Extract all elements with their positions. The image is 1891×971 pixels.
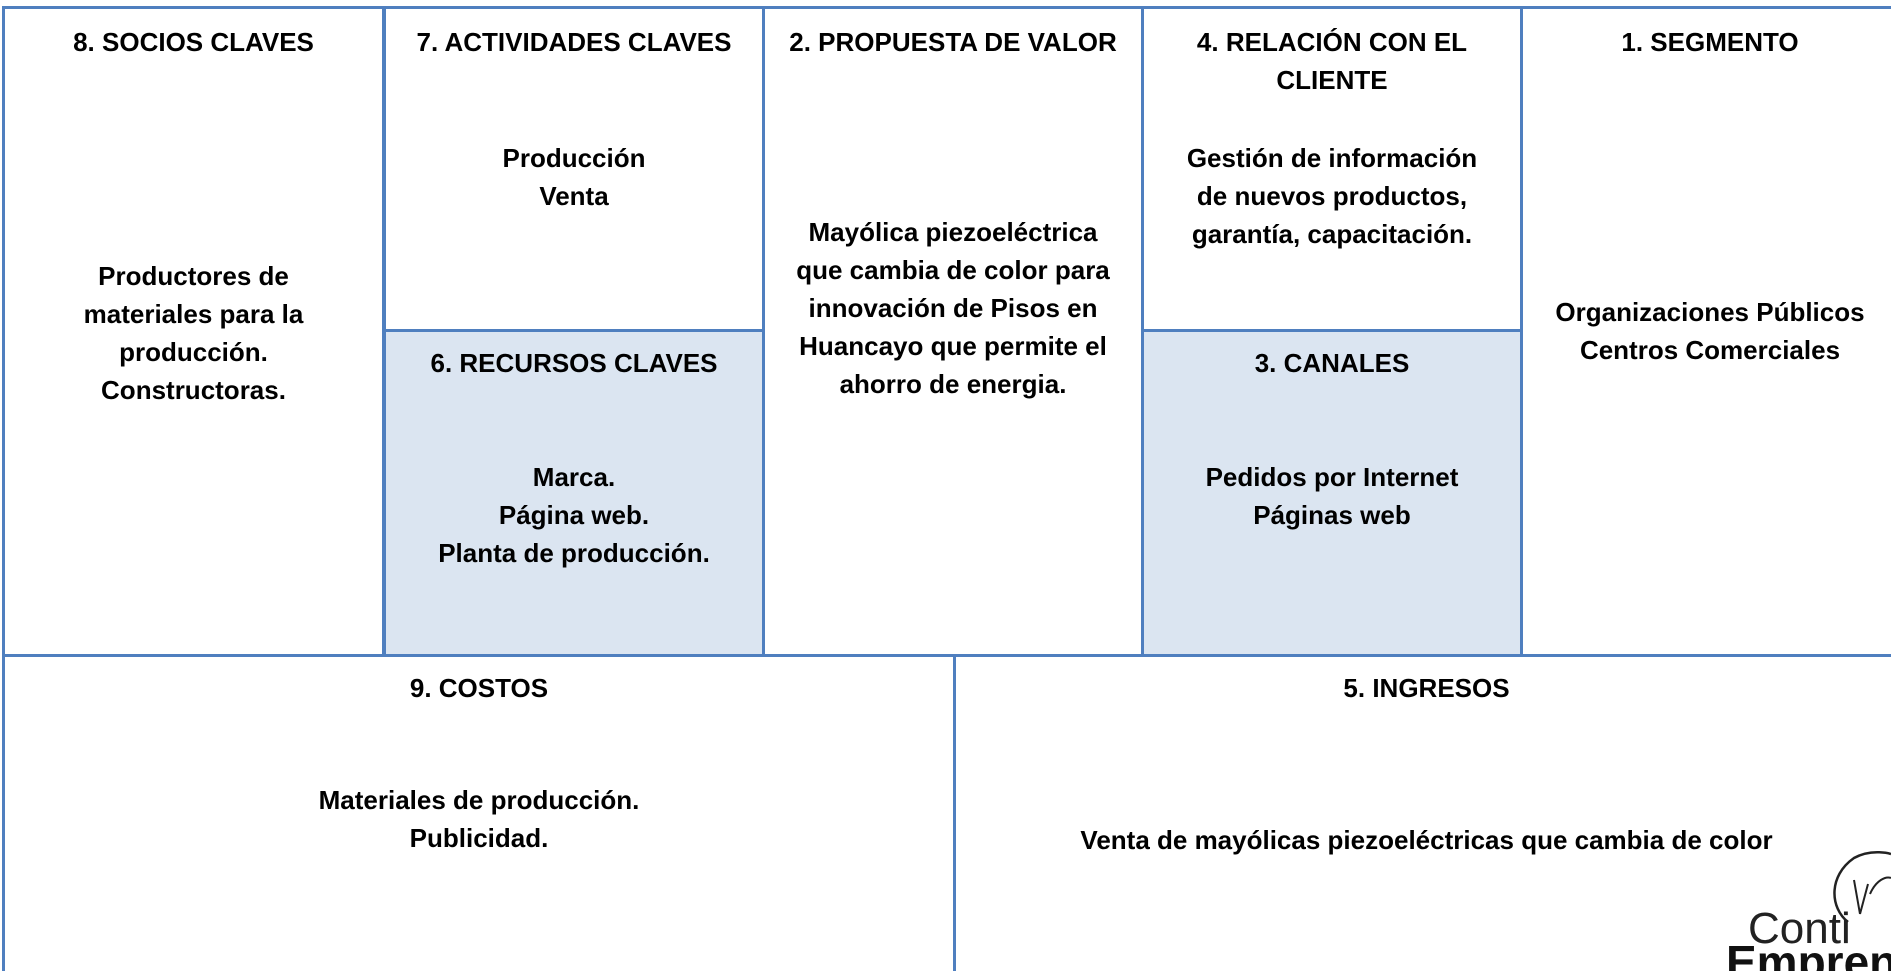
customer-relationship-content: Gestión de información de nuevos product… [1186,143,1478,249]
key-resources-block: 6. RECURSOS CLAVES Marca. Página web. Pl… [383,329,765,657]
value-proposition-content: Mayólica piezoeléctrica que cambia de co… [796,217,1110,399]
cost-structure-title: 9. COSTOS [409,673,549,703]
key-partners-content: Productores de materiales para la produc… [83,261,304,405]
lightbulb-icon [1833,851,1891,923]
value-proposition-title: 2. PROPUESTA DE VALOR [789,27,1117,57]
channels-title: 3. CANALES [1254,348,1410,378]
key-partners-block: 8. SOCIOS CLAVES Productores de material… [2,6,385,657]
logo-text-conti: Conti [1748,904,1851,953]
revenue-streams-block: 5. INGRESOS Venta de mayólicas piezoeléc… [953,654,1891,971]
key-partners-title: 8. SOCIOS CLAVES [73,27,314,57]
logo-text-emprende: Emprende [1726,936,1891,971]
value-proposition-block: 2. PROPUESTA DE VALOR Mayólica piezoeléc… [762,6,1144,657]
logo-graphic: Conti Emprende [1726,851,1891,971]
key-resources-content: Marca. Página web. Planta de producción. [438,462,710,568]
customer-segment-block: 1. SEGMENTO Organizaciones Públicos Cent… [1520,6,1891,657]
customer-segment-content: Organizaciones Públicos Centros Comercia… [1555,297,1865,365]
key-activities-block: 7. ACTIVIDADES CLAVES Producción Venta [383,6,765,332]
cost-structure-content: Materiales de producción. Publicidad. [318,785,640,853]
key-activities-title: 7. ACTIVIDADES CLAVES [416,27,732,57]
customer-segment-title: 1. SEGMENTO [1621,27,1799,57]
channels-content: Pedidos por Internet Páginas web [1205,462,1459,530]
revenue-streams-content: Venta de mayólicas piezoeléctricas que c… [1080,825,1773,855]
cost-structure-block: 9. COSTOS Materiales de producción. Publ… [2,654,956,971]
conti-emprende-logo: Conti Emprende [1720,850,1891,971]
revenue-streams-title: 5. INGRESOS [1343,673,1510,703]
key-resources-title: 6. RECURSOS CLAVES [430,348,718,378]
customer-relationship-block: 4. RELACIÓN CON EL CLIENTE Gestión de in… [1141,6,1523,332]
key-activities-content: Producción Venta [502,143,646,211]
customer-relationship-title: 4. RELACIÓN CON EL CLIENTE [1196,27,1468,95]
channels-block: 3. CANALES Pedidos por Internet Páginas … [1141,329,1523,657]
